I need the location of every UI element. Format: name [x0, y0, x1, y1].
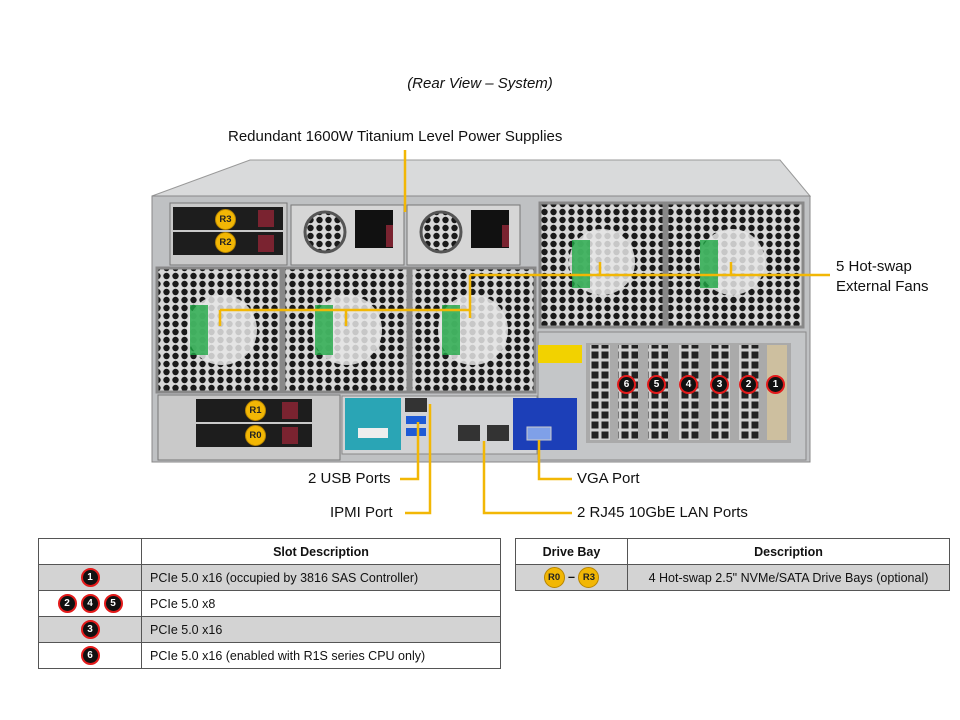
slot-badge-2: 2 — [739, 375, 758, 394]
fan — [665, 201, 805, 329]
drive-badge-r0: R0 — [245, 425, 266, 446]
slot-table: Slot Description 1 PCIe 5.0 x16 (occupied… — [38, 538, 501, 669]
slot-col-header — [38, 538, 142, 565]
ipmi-callout: IPMI Port — [330, 504, 393, 521]
ipmi-port — [405, 398, 427, 412]
slot-badge: 4 — [80, 594, 100, 613]
slot-badge-1: 1 — [766, 375, 785, 394]
slot-desc: PCIe 5.0 x16 (occupied by 3816 SAS Contr… — [141, 564, 501, 591]
drive-desc: 4 Hot-swap 2.5" NVMe/SATA Drive Bays (op… — [627, 564, 950, 591]
vga-callout: VGA Port — [577, 470, 640, 487]
vga-panel — [513, 398, 577, 450]
lan-callout: 2 RJ45 10GbE LAN Ports — [577, 504, 748, 521]
fan — [538, 201, 666, 329]
usb-callout: 2 USB Ports — [308, 470, 391, 487]
slot-badge-5: 5 — [647, 375, 666, 394]
fan — [282, 266, 410, 394]
drive-badge-r2: R2 — [215, 232, 236, 253]
power-supply-1 — [290, 204, 405, 266]
fan — [155, 266, 283, 394]
power-supply-2 — [406, 204, 521, 266]
slot-desc: PCIe 5.0 x8 — [141, 590, 501, 617]
callout-lines — [218, 150, 830, 515]
slot-badge: 5 — [103, 594, 123, 613]
chassis-top — [151, 159, 812, 197]
slot-badge-3: 3 — [710, 375, 729, 394]
table-row: 3 PCIe 5.0 x16 — [38, 616, 501, 643]
slot-desc: PCIe 5.0 x16 — [141, 616, 501, 643]
slot-badge-6: 6 — [617, 375, 636, 394]
drive-badge: R0 — [543, 567, 565, 588]
slot-badge: 6 — [80, 646, 100, 665]
usb-port — [406, 428, 426, 436]
table-row: 1 PCIe 5.0 x16 (occupied by 3816 SAS Cont… — [38, 564, 501, 591]
lan-port — [487, 425, 509, 441]
vga-port — [526, 426, 552, 441]
warning-label — [538, 345, 582, 363]
drive-badge: R3 — [578, 567, 600, 588]
server-rear-illustration — [151, 150, 830, 515]
usb-port — [406, 416, 426, 424]
table-row: 6 PCIe 5.0 x16 (enabled with R1S series C… — [38, 642, 501, 669]
fans-callout-line1: 5 Hot-swap — [836, 258, 912, 275]
slot-desc-header: Slot Description — [141, 538, 501, 565]
lan-port — [458, 425, 480, 441]
slot-badge: 2 — [57, 594, 77, 613]
range-dash: – — [568, 569, 575, 584]
slot-badge: 1 — [80, 568, 100, 587]
drive-desc-header: Description — [627, 538, 950, 565]
drive-badge-r3: R3 — [215, 209, 236, 230]
table-row: R0 – R3 4 Hot-swap 2.5" NVMe/SATA Drive B… — [515, 564, 950, 591]
fan — [409, 266, 537, 394]
slot-badge-4: 4 — [679, 375, 698, 394]
fans-callout-line2: External Fans — [836, 278, 929, 295]
drive-bay-header: Drive Bay — [515, 538, 628, 565]
drive-badge-r1: R1 — [245, 400, 266, 421]
slot-desc: PCIe 5.0 x16 (enabled with R1S series CP… — [141, 642, 501, 669]
com-port-panel — [345, 398, 401, 450]
slot-badge: 3 — [80, 620, 100, 639]
caption: (Rear View – System) — [407, 75, 553, 92]
psu-callout: Redundant 1600W Titanium Level Power Sup… — [228, 128, 563, 145]
